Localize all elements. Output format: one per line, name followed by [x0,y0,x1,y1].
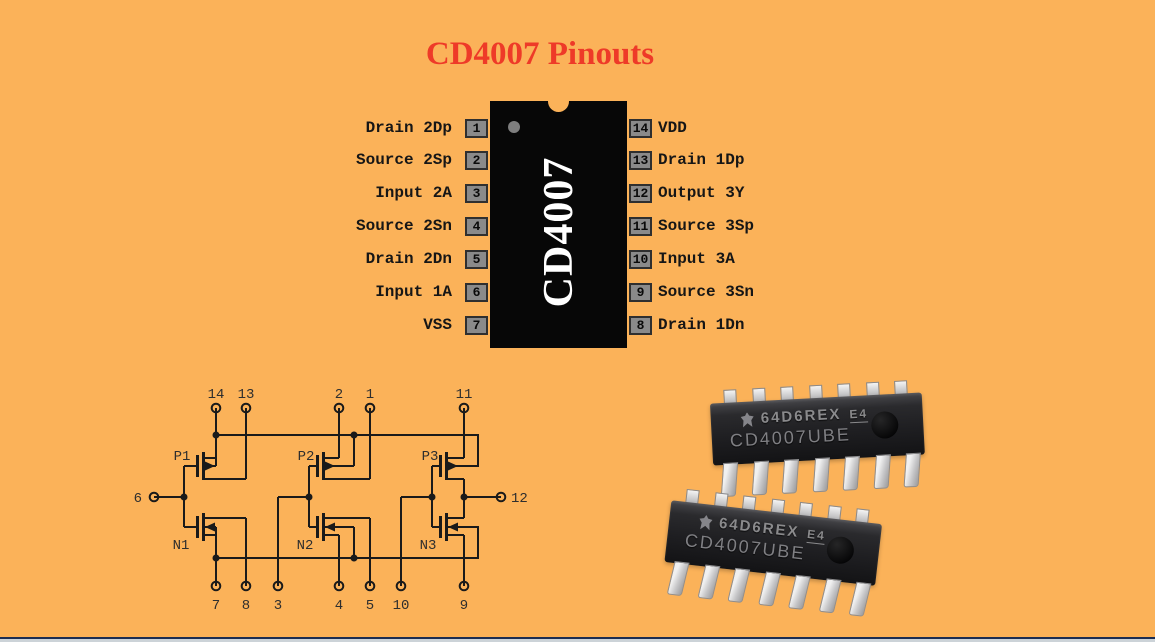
label-n3: N3 [420,538,437,554]
terminal-label-2: 2 [335,387,343,403]
bottom-edge-line [0,637,1155,639]
dip-pin [848,581,872,617]
terminal-8 [240,580,252,592]
label-p1: P1 [174,449,191,465]
terminal-label-14: 14 [208,387,225,403]
chip-photo-1: 64D6REX E4 CD4007UBE [709,380,926,501]
pin-box-8: 8 [629,316,652,335]
terminal-label-5: 5 [366,598,374,614]
package-dimple [825,535,856,566]
terminal-label-3: 3 [274,598,282,614]
terminal-label-13: 13 [238,387,255,403]
pin-label-11: Source 3Sp [658,217,755,235]
pin-box-2: 2 [465,151,488,170]
pin-box-5: 5 [465,250,488,269]
pin-box-9: 9 [629,283,652,302]
terminal-12 [495,491,507,503]
terminal-11 [458,402,470,414]
pin-label-12: Output 3Y [658,184,745,202]
pin-label-10: Input 3A [658,250,735,268]
terminal-label-1: 1 [366,387,374,403]
pin-label-8: Drain 1Dn [658,316,745,334]
pin-box-14: 14 [629,119,652,138]
pin-label-9: Source 3Sn [658,283,755,301]
label-p3: P3 [422,449,439,465]
pin-box-4: 4 [465,217,488,236]
dip-pin [696,564,720,600]
pin1-indicator-dot [508,121,520,133]
pin-label-7: VSS [423,316,452,334]
dip-pin [757,571,781,607]
terminal-5 [364,580,376,592]
marking-e4: E4 [806,526,827,545]
terminal-9 [458,580,470,592]
pin-box-12: 12 [629,184,652,203]
label-n1: N1 [173,538,190,554]
chip-photo-2: 64D6REX E4 CD4007UBE [660,487,883,620]
pin-box-13: 13 [629,151,652,170]
dip-pin [818,578,842,614]
terminal-label-4: 4 [335,598,343,614]
dip-pin [727,567,751,603]
terminal-6 [148,491,160,503]
vss-rail [216,526,479,559]
terminal-10 [395,580,407,592]
dip-pin [666,561,690,597]
terminal-label-7: 7 [212,598,220,614]
terminal-label-6: 6 [134,491,142,507]
page-title: CD4007 Pinouts [425,36,655,72]
label-n2: N2 [297,538,314,554]
marking-e4: E4 [849,406,869,424]
terminal-3 [272,580,284,592]
ic-part-number: CD4007 [535,156,582,308]
terminal-4 [333,580,345,592]
ti-logo-icon [740,412,754,428]
pin-box-11: 11 [629,217,652,236]
ti-logo-icon [698,514,713,530]
pin-label-6: Input 1A [375,283,452,301]
package-dimple [870,410,899,440]
pin-label-13: Drain 1Dp [658,151,745,169]
marking-code: 64D6REX [760,405,842,427]
ic-package-body: CD4007 [490,91,627,348]
pin-box-10: 10 [629,250,652,269]
dip-pin [787,574,811,610]
terminal-2 [333,402,345,414]
terminal-label-9: 9 [460,598,468,614]
pin-label-4: Source 2Sn [355,217,452,235]
dip-pin [751,460,769,496]
pin-label-5: Drain 2Dn [365,250,452,268]
terminal-13 [240,402,252,414]
dip-pin [873,454,891,490]
transistor-schematic: 14 13 2 1 11 7 8 3 4 5 10 9 6 12 P1 P2 P… [134,387,528,614]
terminal-label-8: 8 [242,598,250,614]
pin-label-3: Input 2A [375,184,452,202]
pin-label-14: VDD [658,119,687,137]
pin-box-7: 7 [465,316,488,335]
bottom-edge-gray [0,639,1155,642]
pin-box-6: 6 [465,283,488,302]
pin-box-3: 3 [465,184,488,203]
pin-label-1: Drain 2Dp [365,119,452,137]
terminal-label-10: 10 [393,598,410,614]
terminal-1 [364,402,376,414]
label-p2: P2 [298,449,315,465]
terminal-14 [210,402,222,414]
terminal-7 [210,580,222,592]
dip-pin [903,452,921,488]
terminal-label-11: 11 [456,387,473,403]
ic-notch [548,91,569,112]
dip-pin [720,462,739,498]
dip-pin [781,459,800,494]
dip-pin [812,457,830,493]
pin-box-1: 1 [465,119,488,138]
terminal-label-12: 12 [511,491,528,507]
dip-pin [842,455,860,491]
vdd-rail [216,434,479,467]
pin-label-2: Source 2Sp [355,151,452,169]
